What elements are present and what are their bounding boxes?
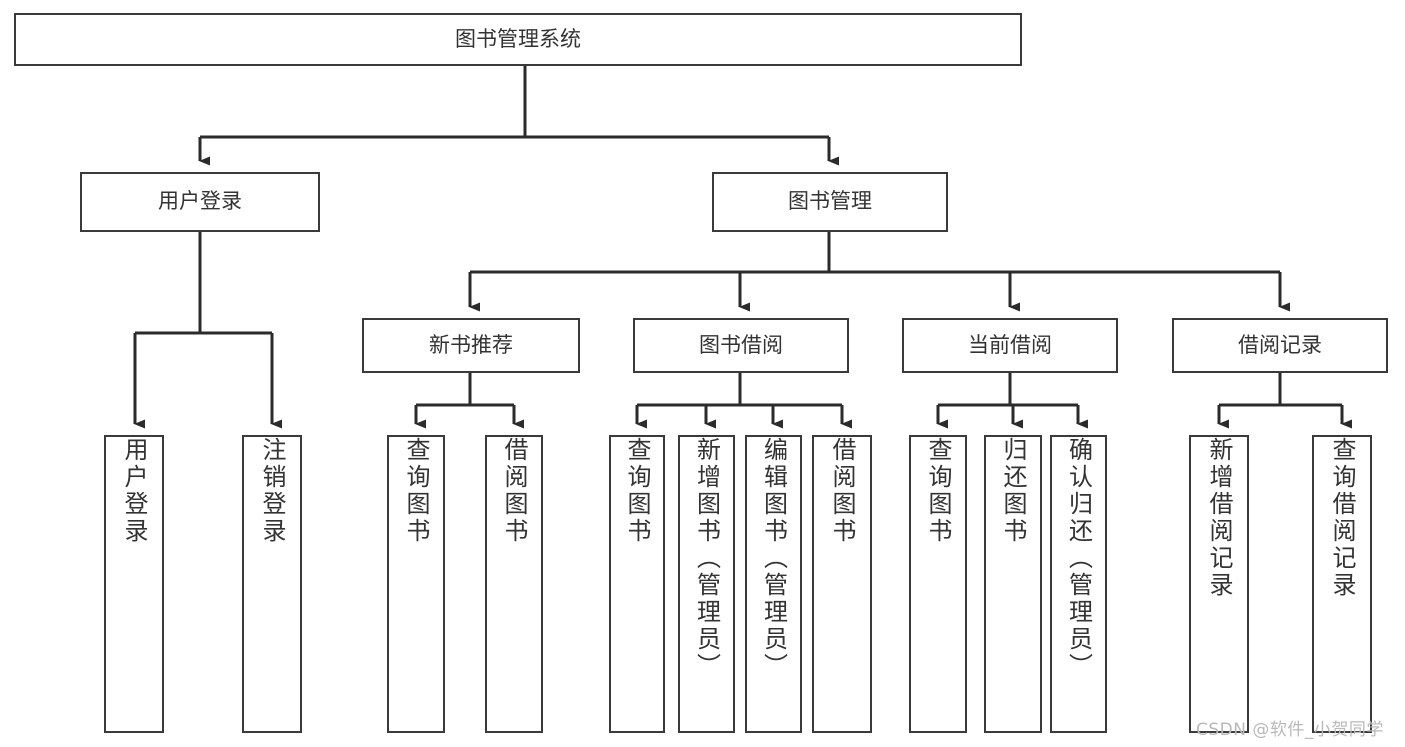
node-user-login-label: 用户登录 [158, 189, 242, 214]
node-book-borrow-label: 图书借阅 [699, 332, 783, 357]
node-borrow-record[interactable]: 借阅记录 [1172, 318, 1388, 373]
connector-root-to-level2 [198, 66, 839, 166]
node-root-label: 图书管理系统 [455, 26, 581, 51]
node-leaf-logout-label: 注销登录 [258, 437, 286, 545]
node-leaf-borrow-book-1[interactable]: 借阅图书 [485, 435, 543, 733]
node-leaf-add-book-label: 新增图书（管理员） [692, 437, 721, 680]
node-leaf-logout[interactable]: 注销登录 [242, 435, 302, 733]
node-leaf-query-record-label: 查询借阅记录 [1328, 437, 1356, 599]
node-leaf-confirm-return-label: 确认归还（管理员） [1064, 437, 1093, 680]
node-borrow-record-label: 借阅记录 [1238, 332, 1322, 357]
node-leaf-query-book-2-label: 查询图书 [623, 437, 651, 545]
connector-userlogin-to-leaves [133, 232, 282, 429]
node-new-book-rec-label: 新书推荐 [429, 332, 513, 357]
node-leaf-borrow-book-1-label: 借阅图书 [500, 437, 528, 545]
node-leaf-query-book-3[interactable]: 查询图书 [909, 435, 967, 733]
node-leaf-confirm-return[interactable]: 确认归还（管理员） [1050, 435, 1107, 733]
node-leaf-edit-book-label: 编辑图书（管理员） [759, 437, 788, 680]
node-book-mgmt-label: 图书管理 [788, 189, 872, 214]
node-leaf-add-record-label: 新增借阅记录 [1205, 437, 1233, 599]
connector-newbook-to-leaves [414, 373, 524, 429]
node-leaf-query-book-3-label: 查询图书 [924, 437, 952, 545]
connector-bookmgmt-to-level3 [468, 232, 1290, 312]
node-leaf-query-book-1-label: 查询图书 [402, 437, 430, 545]
node-leaf-query-book-1[interactable]: 查询图书 [387, 435, 445, 733]
node-current-borrow[interactable]: 当前借阅 [902, 318, 1118, 373]
node-new-book-rec[interactable]: 新书推荐 [362, 318, 580, 373]
node-book-borrow[interactable]: 图书借阅 [633, 318, 849, 373]
node-leaf-query-book-2[interactable]: 查询图书 [609, 435, 665, 733]
node-user-login[interactable]: 用户登录 [80, 172, 320, 232]
node-leaf-borrow-book-2[interactable]: 借阅图书 [812, 435, 872, 733]
connector-currentborrow-to-leaves [936, 373, 1088, 429]
node-leaf-add-book[interactable]: 新增图书（管理员） [678, 435, 735, 733]
node-leaf-user-login-label: 用户登录 [120, 437, 148, 545]
node-root[interactable]: 图书管理系统 [14, 13, 1022, 66]
node-leaf-user-login[interactable]: 用户登录 [104, 435, 164, 733]
node-leaf-borrow-book-2-label: 借阅图书 [828, 437, 856, 545]
node-leaf-edit-book[interactable]: 编辑图书（管理员） [745, 435, 802, 733]
connector-borrowrecord-to-leaves [1217, 373, 1352, 429]
node-leaf-add-record[interactable]: 新增借阅记录 [1189, 435, 1249, 733]
csdn-watermark: CSDN @软件_小贺同学 [1196, 720, 1384, 740]
node-current-borrow-label: 当前借阅 [968, 332, 1052, 357]
node-leaf-return-book-label: 归还图书 [999, 437, 1027, 545]
node-book-mgmt[interactable]: 图书管理 [712, 172, 948, 232]
node-leaf-query-record[interactable]: 查询借阅记录 [1312, 435, 1372, 733]
node-leaf-return-book[interactable]: 归还图书 [984, 435, 1042, 733]
connector-bookborrow-to-leaves [635, 373, 852, 429]
